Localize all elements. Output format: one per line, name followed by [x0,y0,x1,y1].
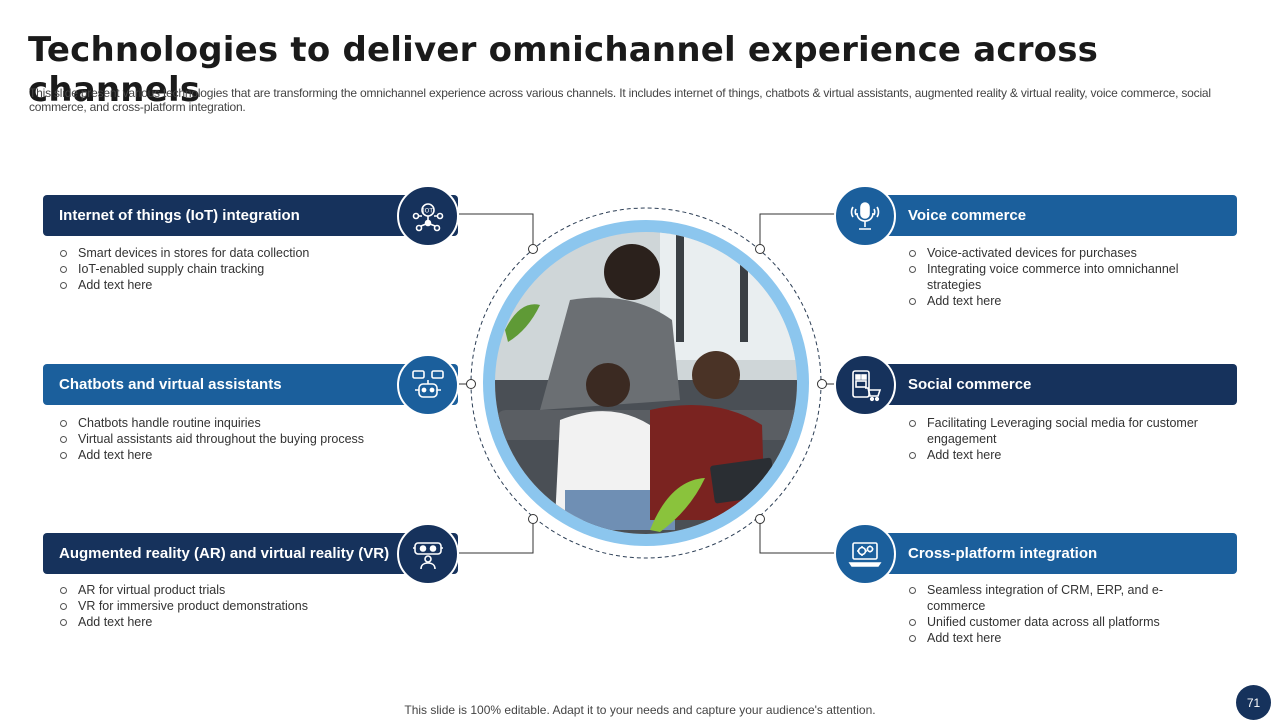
list-item: Add text here [908,293,1208,309]
social-shopping-icon [834,354,896,416]
list-item: Add text here [908,630,1208,646]
cross-platform-heading: Cross-platform integration [908,545,1098,562]
microphone-icon [834,185,896,247]
connector-nodes [466,244,827,524]
chatbots-bullet-list: Chatbots handle routine inquiries Virtua… [59,415,399,463]
list-item: Smart devices in stores for data collect… [59,245,399,261]
chatbot-icon [397,354,459,416]
social-commerce-heading: Social commerce [908,376,1032,393]
vr-headset-icon [397,523,459,585]
iot-heading-bar: Internet of things (IoT) integration [43,195,458,236]
iot-network-icon: IOT [397,185,459,247]
page-number-badge: 71 [1236,685,1271,720]
list-item: Add text here [59,277,399,293]
svg-text:IOT: IOT [423,208,433,215]
voice-commerce-heading: Voice commerce [908,207,1027,224]
footer-note: This slide is 100% editable. Adapt it to… [404,703,876,717]
social-commerce-bullet-list: Facilitating Leveraging social media for… [908,415,1208,463]
connector-lines [459,213,836,554]
list-item: Facilitating Leveraging social media for… [908,415,1208,447]
page-subtitle: This slide present various technologies … [29,86,1211,114]
list-item: AR for virtual product trials [59,582,399,598]
voice-commerce-heading-bar: Voice commerce [842,195,1237,236]
people-with-laptop-photo [495,232,797,534]
list-item: Integrating voice commerce into omnichan… [908,261,1208,293]
list-item: IoT-enabled supply chain tracking [59,261,399,277]
chatbots-heading-bar: Chatbots and virtual assistants [43,364,458,405]
ar-vr-bullet-list: AR for virtual product trials VR for imm… [59,582,399,630]
list-item: Virtual assistants aid throughout the bu… [59,431,399,447]
ar-vr-heading-bar: Augmented reality (AR) and virtual reali… [43,533,458,574]
list-item: Add text here [59,614,399,630]
list-item: Add text here [908,447,1208,463]
page-title: Technologies to deliver omnichannel expe… [28,30,1099,110]
list-item: VR for immersive product demonstrations [59,598,399,614]
cross-platform-heading-bar: Cross-platform integration [842,533,1237,574]
chatbots-heading: Chatbots and virtual assistants [59,376,282,393]
ar-vr-heading: Augmented reality (AR) and virtual reali… [59,545,390,562]
list-item: Add text here [59,447,399,463]
social-commerce-heading-bar: Social commerce [842,364,1237,405]
list-item: Chatbots handle routine inquiries [59,415,399,431]
voice-commerce-bullet-list: Voice-activated devices for purchases In… [908,245,1208,309]
list-item: Seamless integration of CRM, ERP, and e-… [908,582,1208,614]
cross-platform-bullet-list: Seamless integration of CRM, ERP, and e-… [908,582,1208,646]
list-item: Unified customer data across all platfor… [908,614,1208,630]
iot-bullet-list: Smart devices in stores for data collect… [59,245,399,293]
list-item: Voice-activated devices for purchases [908,245,1208,261]
laptop-gear-icon [834,523,896,585]
iot-heading: Internet of things (IoT) integration [59,207,300,224]
